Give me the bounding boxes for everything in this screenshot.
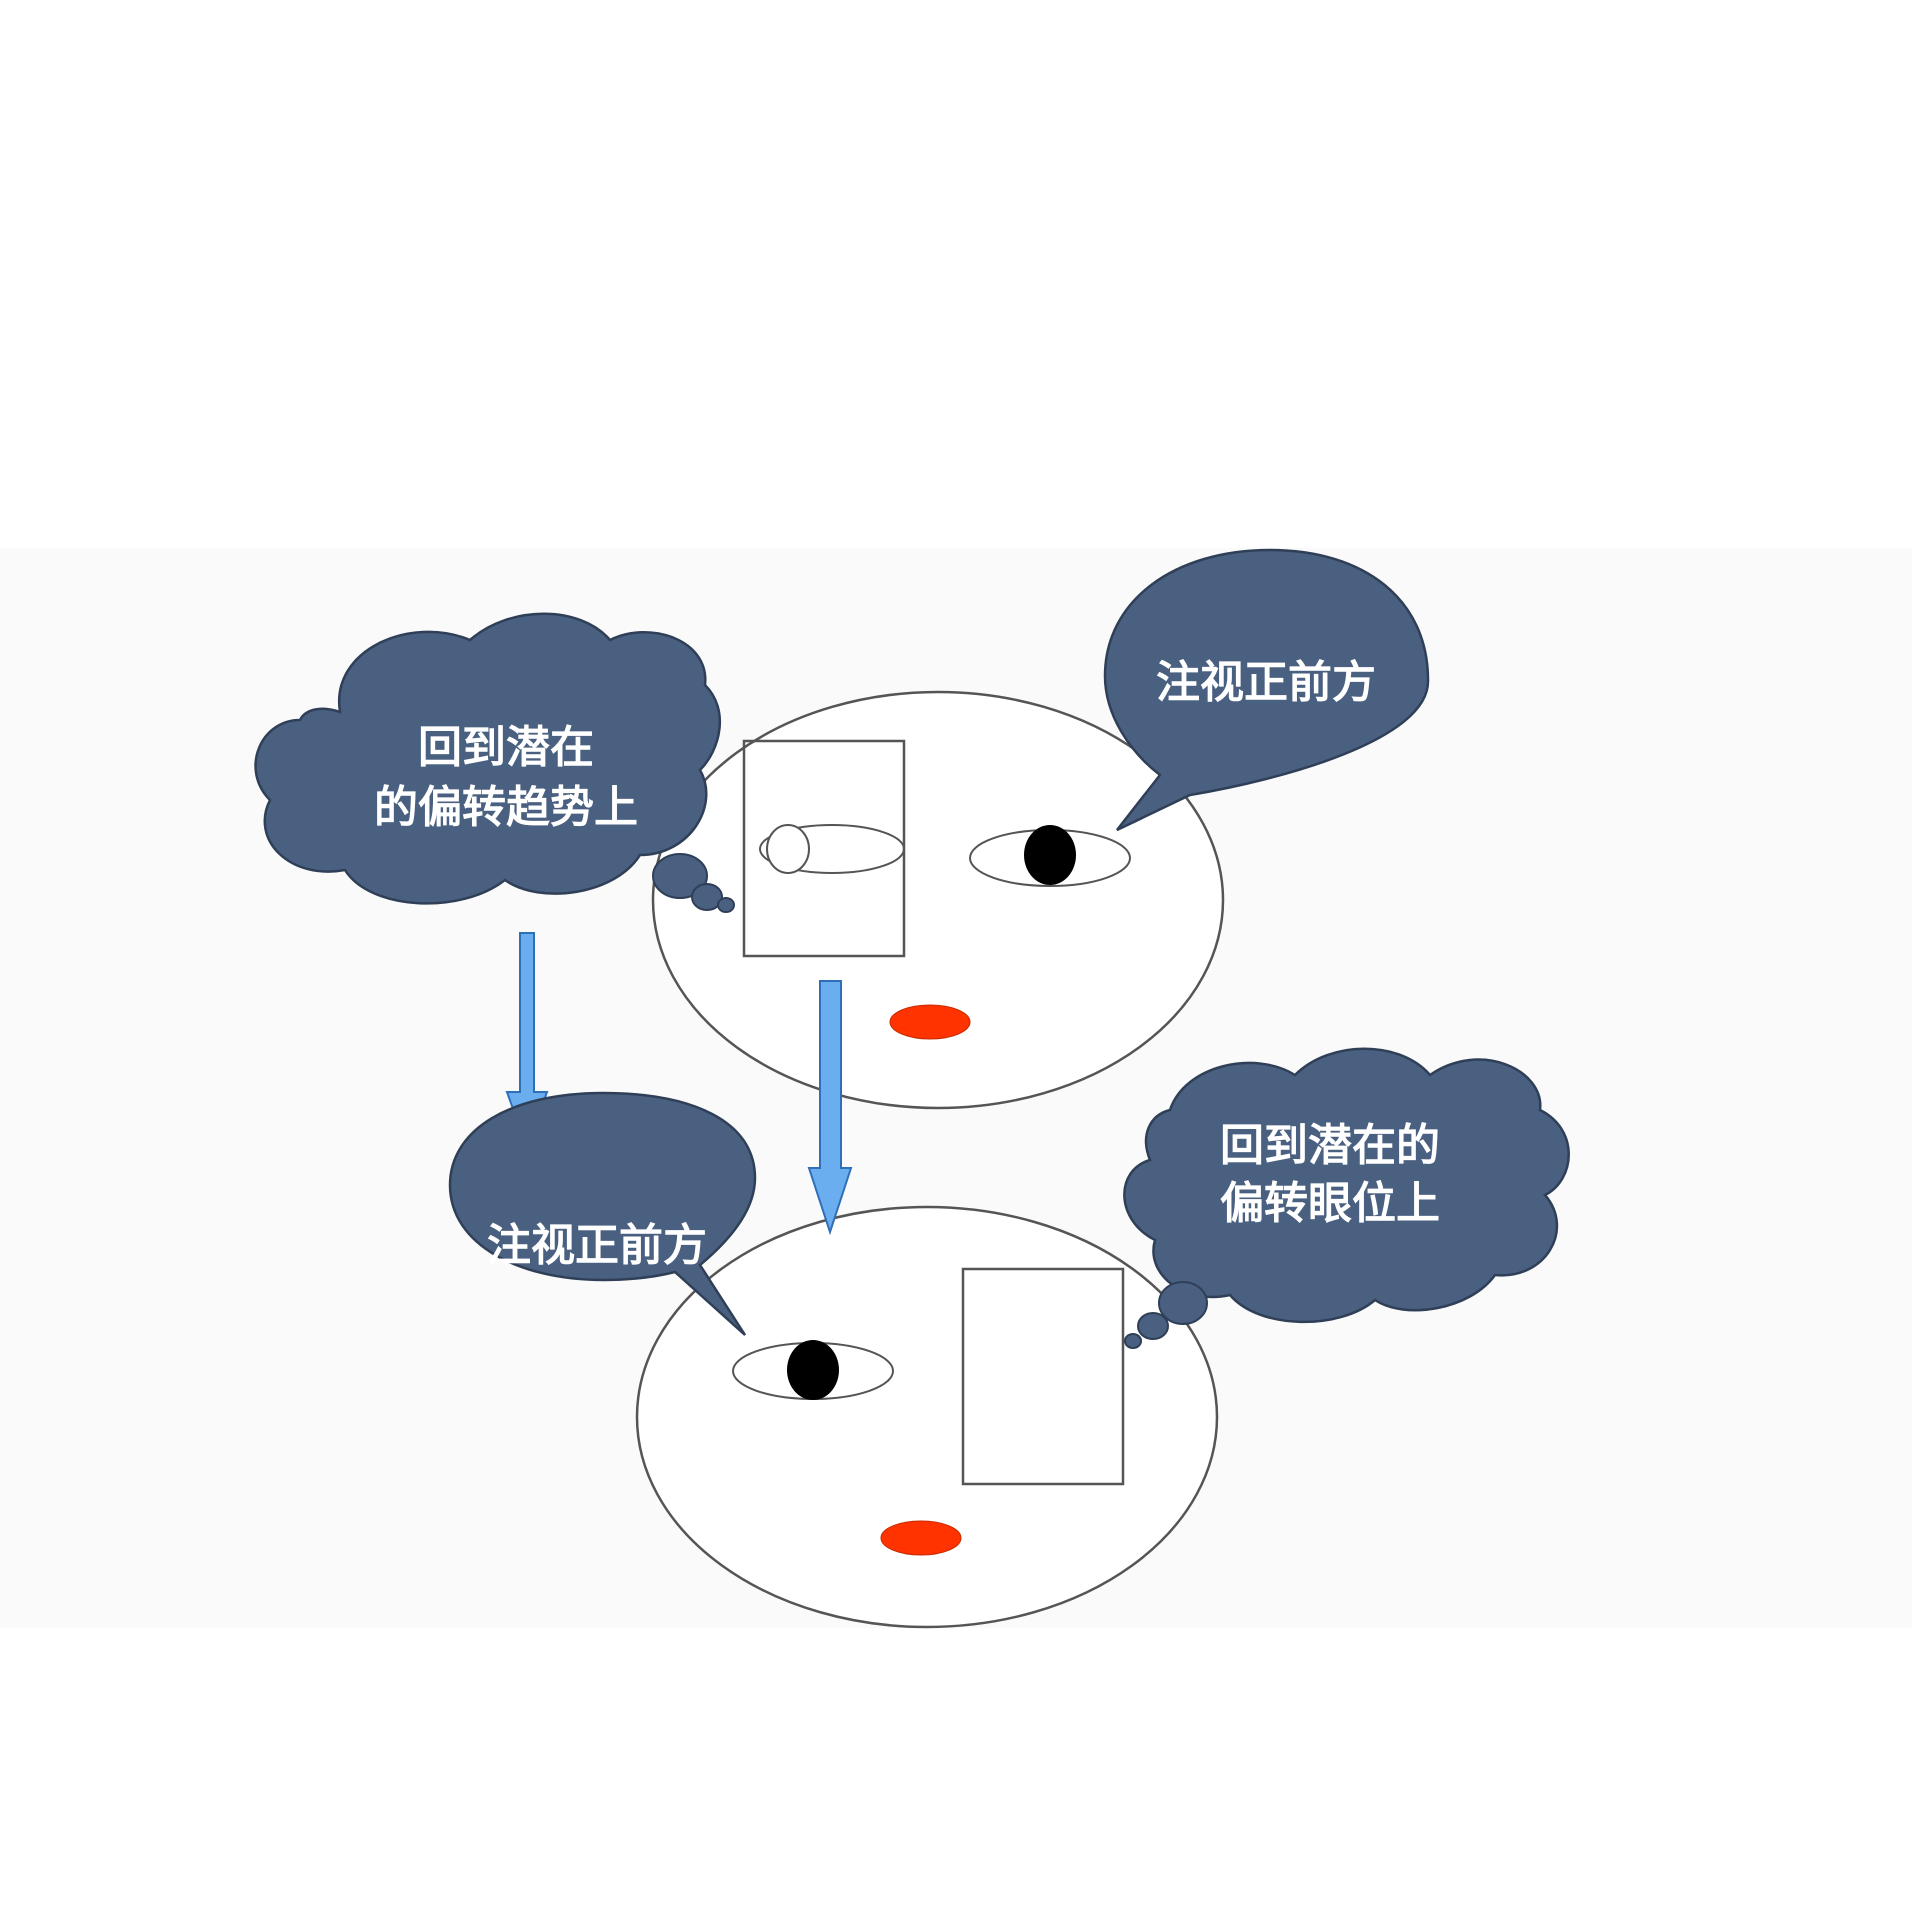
- top-right-pupil: [1024, 825, 1076, 885]
- bottom-mouth: [880, 1520, 962, 1556]
- arrow-middle-down: [807, 980, 853, 1236]
- bottom-speech-bubble-shape: [448, 1091, 757, 1336]
- bottom-left-pupil: [787, 1340, 839, 1400]
- bottom-speech-bubble: 注视正前方: [448, 1091, 757, 1336]
- bottom-speech-text: 注视正前方: [487, 1220, 707, 1271]
- bottom-thought-cloud: 回到潜在的 偏转眼位上: [1123, 1047, 1570, 1349]
- top-occluder-card: [742, 739, 906, 958]
- top-face: [651, 690, 1225, 1110]
- bottom-occluder-card: [961, 1267, 1125, 1486]
- top-speech-bubble: 注视正前方: [1103, 548, 1430, 832]
- top-thought-line-2: 的偏转趋势上: [374, 782, 638, 833]
- bottom-face-outline: [635, 1205, 1219, 1629]
- top-speech-bubble-shape: [1103, 548, 1430, 832]
- bottom-face: [635, 1205, 1219, 1629]
- top-face-outline: [651, 690, 1225, 1110]
- top-speech-text: 注视正前方: [1156, 657, 1376, 708]
- top-left-eye-deviated-pupil: [766, 824, 810, 874]
- top-thought-line-1: 回到潜在: [418, 722, 594, 773]
- bottom-thought-cloud-shape: [1123, 1047, 1570, 1324]
- bottom-thought-line-2: 偏转眼位上: [1220, 1178, 1440, 1229]
- top-thought-cloud: 回到潜在 的偏转趋势上: [254, 612, 735, 913]
- top-thought-cloud-shape: [254, 612, 721, 905]
- top-mouth: [889, 1004, 971, 1040]
- bottom-thought-line-1: 回到潜在的: [1220, 1120, 1440, 1171]
